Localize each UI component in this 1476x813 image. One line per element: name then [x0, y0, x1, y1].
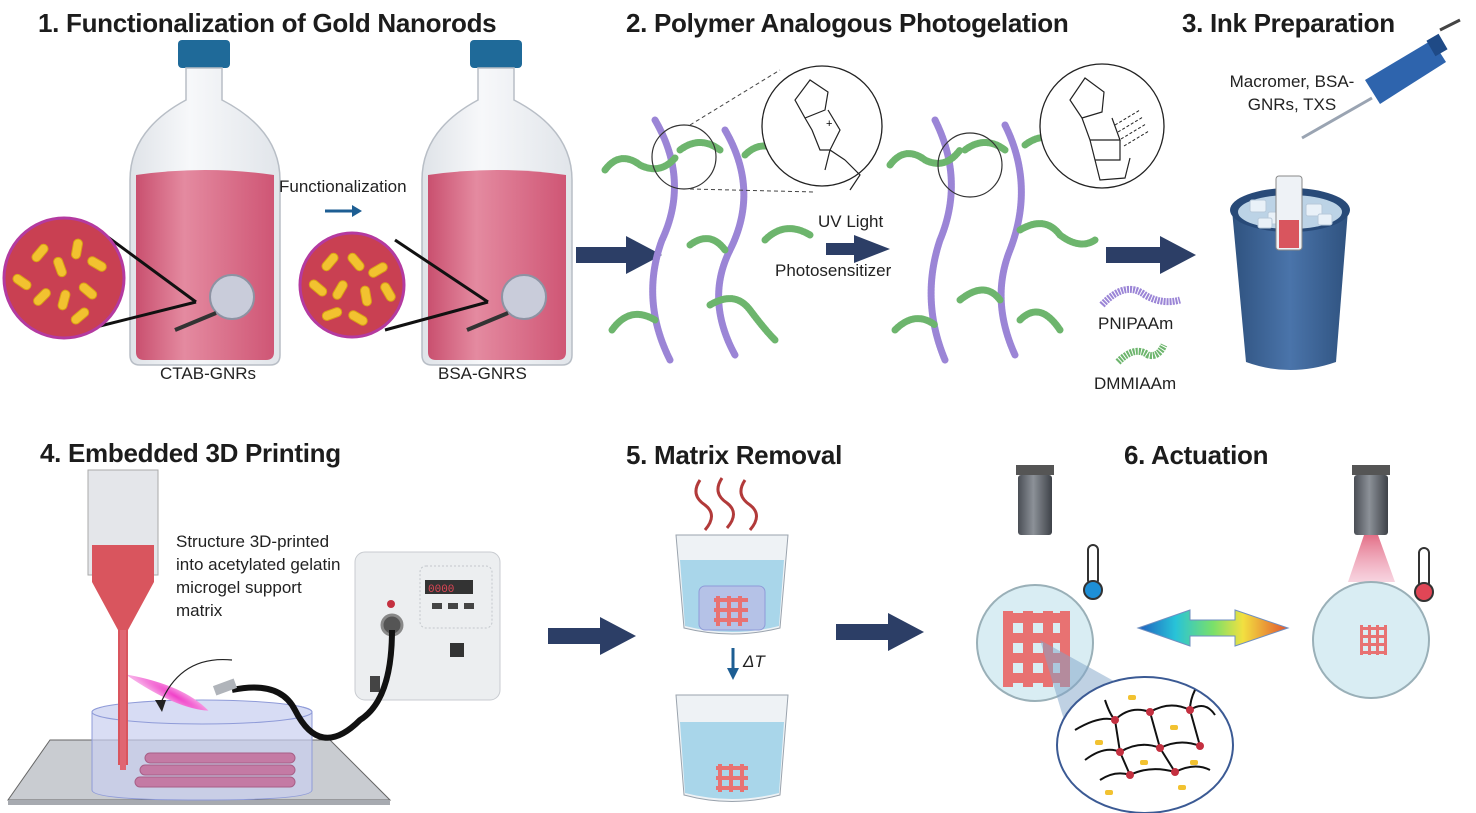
light-source-device: 0000	[354, 551, 501, 701]
bottle-bsa-gnrs	[421, 40, 573, 366]
panel-4-title: 4. Embedded 3D Printing	[40, 438, 341, 468]
ctab-gnrs-label: CTAB-GNRs	[160, 364, 257, 383]
flow-arrow-1-to-2	[576, 236, 662, 274]
ice-bucket	[1230, 175, 1350, 370]
flow-arrow-4-to-5	[548, 617, 636, 655]
petri-dish-hot	[1312, 581, 1430, 699]
zoom-cone	[1040, 640, 1130, 740]
ctab-gnr-inset	[2, 216, 126, 340]
power-led	[387, 600, 395, 608]
annotation-arrow	[159, 658, 233, 706]
legend-dmmiaam-label: DMMIAAm	[1094, 374, 1177, 393]
panel-6-title: 6. Actuation	[1124, 440, 1269, 470]
functionalization-arrow	[325, 205, 362, 217]
uv-light-label: UV Light	[818, 212, 884, 231]
thermometer-hot-icon	[1414, 547, 1434, 602]
printing-stage	[7, 674, 392, 805]
ink-components-label: Macromer, BSA-GNRs, TXS	[1229, 72, 1355, 114]
panel-1-title: 1. Functionalization of Gold Nanorods	[38, 8, 497, 38]
beaker-after-removal	[675, 694, 789, 802]
ink-in-tube	[1279, 220, 1299, 248]
magnifier-icon	[501, 274, 547, 320]
nir-laser-beam	[1348, 535, 1395, 582]
display-readout: 0000	[428, 584, 454, 596]
svg-text:+: +	[826, 118, 832, 130]
beaker-with-matrix	[675, 534, 789, 635]
printer-syringe	[87, 469, 159, 770]
delta-t-label: ΔT	[743, 652, 765, 671]
magnifier-icon	[209, 274, 255, 320]
bsa-gnrs-label: BSA-GNRS	[438, 364, 527, 383]
device-button[interactable]	[450, 643, 464, 657]
uv-arrow	[826, 235, 890, 263]
fiber-optic-cable	[231, 629, 395, 741]
legend-pnipaam-swatch	[1099, 285, 1181, 308]
reversible-actuation-arrow	[1136, 609, 1290, 647]
bsa-gnr-inset	[298, 231, 406, 339]
bottle-cap	[178, 40, 230, 68]
microscope-objective-right	[1348, 465, 1395, 582]
hydrogel-network-inset	[1056, 676, 1234, 813]
flow-arrow-2-to-3	[1106, 236, 1196, 274]
heat-waves-icon	[694, 477, 758, 531]
dmmi-dimer-inset-after	[1039, 63, 1165, 189]
delta-t-arrow	[727, 648, 739, 680]
dmmi-dimer-inset-before: +	[761, 65, 883, 191]
bottle-cap	[470, 40, 522, 68]
panel-5-title: 5. Matrix Removal	[626, 440, 842, 470]
functionalization-label: Functionalization	[279, 177, 407, 196]
photosensitizer-label: Photosensitizer	[775, 261, 892, 280]
panel-2-title: 2. Polymer Analogous Photogelation	[626, 8, 1069, 38]
microscope-objective-left	[1016, 465, 1054, 535]
pipette-icon	[1301, 18, 1461, 140]
legend-pnipaam-label: PNIPAAm	[1098, 314, 1174, 333]
bottle-ctab-gnrs	[129, 40, 281, 366]
thermometer-cold-icon	[1083, 544, 1103, 600]
panel-3-title: 3. Ink Preparation	[1182, 8, 1395, 38]
power-switch[interactable]	[370, 676, 380, 692]
printing-note-label: Structure 3D-printed into acetylated gel…	[176, 532, 341, 620]
flow-arrow-5-to-6	[836, 613, 924, 651]
digital-display	[425, 580, 473, 594]
legend-dmmiaam-swatch	[1115, 343, 1168, 365]
